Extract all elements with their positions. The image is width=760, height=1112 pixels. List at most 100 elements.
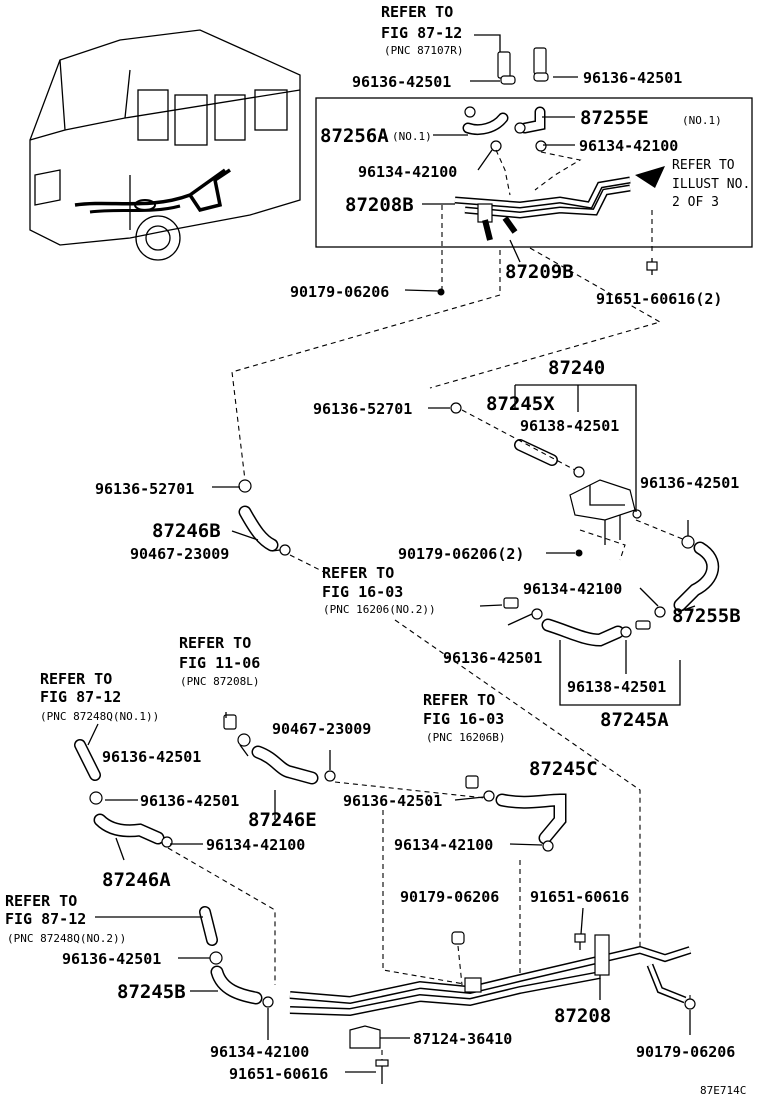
refer-fig-87-12-pnc: (PNC 87107R) (384, 44, 463, 57)
clamp-icon (324, 770, 336, 782)
nut-icon (575, 549, 583, 557)
part-96136-42501: 96136-42501 (343, 792, 442, 810)
refer-fig-87-12c-line2: FIG 87-12 (5, 910, 86, 928)
clamp-icon (450, 402, 462, 414)
clamp-icon (161, 836, 173, 848)
part-87245X: 87245X (486, 393, 555, 415)
part-96136-42501: 96136-42501 (443, 649, 542, 667)
part-96134-42100: 96134-42100 (358, 163, 457, 181)
part-87124-36410: 87124-36410 (413, 1030, 512, 1048)
part-90467-23009: 90467-23009 (272, 720, 371, 738)
part-96134-42100: 96134-42100 (394, 836, 493, 854)
hose-87246B (238, 505, 279, 552)
pipe-joint-icon (635, 620, 651, 630)
pipe-87245X (514, 439, 558, 466)
part-90179-06206: 90179-06206 (290, 283, 389, 301)
part-87208: 87208 (554, 1005, 611, 1027)
pipe-87208 (289, 934, 692, 1017)
clamp-icon (542, 840, 554, 852)
hose-87255E (519, 106, 546, 134)
part-91651-60616: 91651-60616(2) (596, 290, 722, 308)
hose-stub-87248Q-2 (199, 906, 218, 946)
arrow-icon (635, 166, 665, 188)
refer-illust-line2: ILLUST NO. (672, 177, 750, 192)
nut-icon (437, 288, 445, 296)
part-96138-42501: 96138-42501 (520, 417, 619, 435)
part-96136-52701: 96136-52701 (95, 480, 194, 498)
pipe-87208B (454, 176, 631, 241)
clamp-icon (279, 544, 291, 556)
bolt-icon (574, 933, 586, 950)
clamp-icon (262, 996, 274, 1008)
illustration-code: 87E714C (700, 1084, 746, 1097)
part-87209B: 87209B (505, 261, 574, 283)
part-87208B: 87208B (345, 194, 414, 216)
part-90179-06206: 90179-06206 (636, 1043, 735, 1061)
part-96134-42100: 96134-42100 (206, 836, 305, 854)
clamp-icon (238, 479, 252, 493)
part-96136-42501: 96136-42501 (102, 748, 201, 766)
hose-stub-icon (533, 47, 547, 75)
refer-fig-16-03-pnc: (PNC 16206(NO.2)) (323, 603, 436, 616)
part-91651-60616: 91651-60616 (530, 888, 629, 906)
refer-fig-87-12b-pnc: (PNC 87248Q(NO.1)) (40, 710, 159, 723)
refer-fig-87-12c-pnc: (PNC 87248Q(NO.2)) (7, 932, 126, 945)
part-96136-52701: 96136-52701 (313, 400, 412, 418)
hose-87245B (210, 965, 263, 1005)
part-96138-42501: 96138-42501 (567, 678, 666, 696)
clamp-icon (89, 791, 103, 805)
part-87255E-note: (NO.1) (682, 114, 722, 127)
hose-87255B (673, 541, 720, 612)
part-96134-42100: 96134-42100 (523, 580, 622, 598)
part-87255E: 87255E (580, 107, 649, 129)
clamp-icon (620, 626, 632, 638)
hose-stub-icon (223, 714, 237, 730)
detail-box-top (315, 97, 753, 248)
hose-87256A (462, 112, 509, 136)
hose-87246A (93, 813, 165, 845)
clamp-icon (535, 140, 547, 152)
part-87256A: 87256A (320, 125, 389, 147)
clamp-icon (464, 106, 476, 118)
refer-illust-line3: 2 OF 3 (672, 195, 719, 210)
clamp-icon (573, 466, 585, 478)
nut-icon (684, 998, 696, 1010)
refer-fig-11-06-line2: FIG 11-06 (179, 654, 260, 672)
clamp-icon (500, 75, 516, 85)
part-90179-06206-2: 90179-06206(2) (398, 545, 524, 563)
part-96136-42501: 96136-42501 (140, 792, 239, 810)
callouts: REFER TO FIG 87-12 (PNC 87107R) 96136-42… (5, 3, 750, 1097)
clamp-icon (490, 140, 502, 152)
part-87240: 87240 (548, 357, 605, 379)
part-87245A: 87245A (600, 709, 669, 731)
clip-icon (451, 931, 465, 945)
refer-fig-87-12-line1: REFER TO (381, 3, 453, 21)
part-90179-06206: 90179-06206 (400, 888, 499, 906)
part-87256A-note: (NO.1) (392, 130, 432, 143)
clamp-icon (654, 606, 666, 618)
refer-fig-11-06-pnc: (PNC 87208L) (180, 675, 259, 688)
clamp-icon (514, 122, 526, 134)
refer-fig-87-12c-line1: REFER TO (5, 892, 77, 910)
hose-87245A (541, 618, 625, 647)
clamp-icon (533, 72, 549, 82)
refer-fig-11-06-line1: REFER TO (179, 634, 251, 652)
hose-stub-icon (503, 597, 519, 609)
refer-illust-line1: REFER TO (672, 158, 735, 173)
hose-stub-87248Q-1 (74, 739, 101, 781)
refer-fig-16-03b-pnc: (PNC 16206B) (426, 731, 505, 744)
part-90467-23009: 90467-23009 (130, 545, 229, 563)
refer-fig-87-12-line2: FIG 87-12 (381, 24, 462, 42)
van-illustration (29, 29, 301, 261)
hose-stub-icon (497, 51, 511, 79)
bolt-icon (646, 258, 658, 275)
clamp-icon (237, 733, 251, 747)
part-87246B: 87246B (152, 520, 221, 542)
leader-lines (87, 34, 696, 1073)
part-96134-42100: 96134-42100 (210, 1043, 309, 1061)
clamp-icon (209, 951, 223, 965)
hose-87246E (251, 745, 319, 785)
part-91651-60616: 91651-60616 (229, 1065, 328, 1083)
part-96136-42501: 96136-42501 (640, 474, 739, 492)
refer-fig-16-03b-line1: REFER TO (423, 691, 495, 709)
